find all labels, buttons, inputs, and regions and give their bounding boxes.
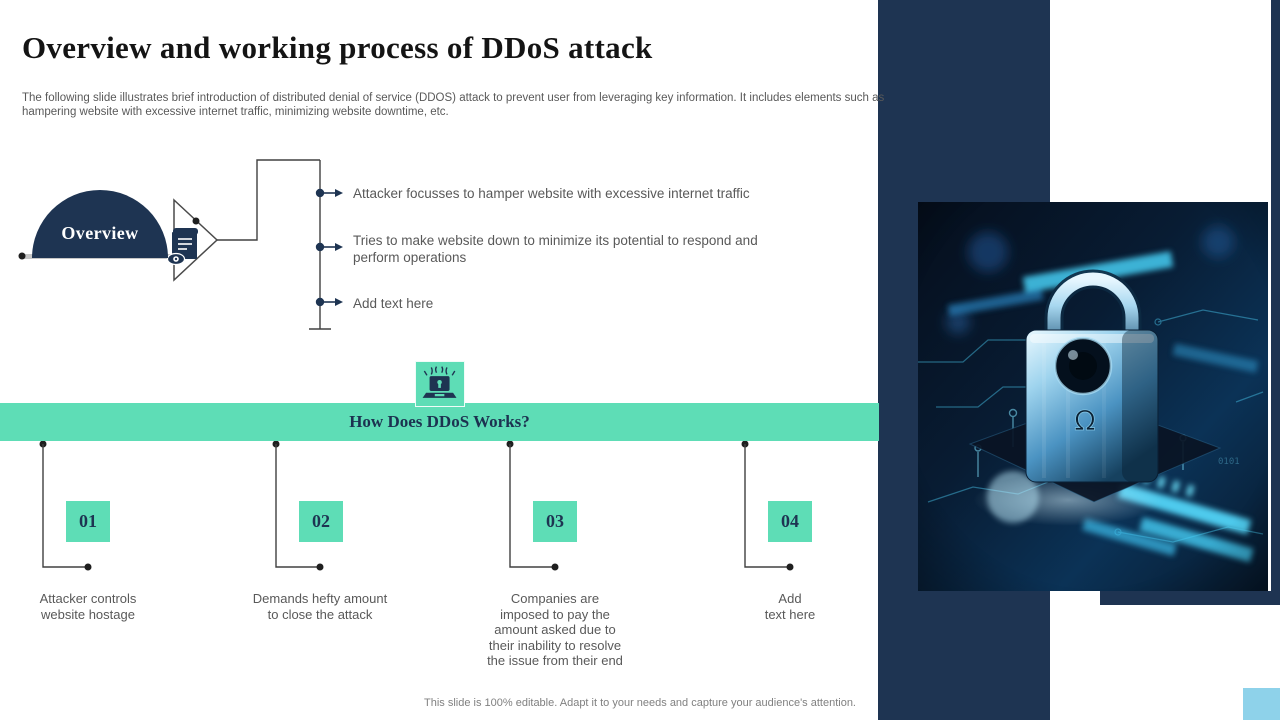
step-number-2: 02 [299,501,343,542]
footer-note: This slide is 100% editable. Adapt it to… [424,697,856,709]
process-banner: How Does DDoS Works? [0,403,879,441]
slide-description-line2: hampering website with excessive interne… [22,106,449,118]
bullet-marker-1 [315,188,343,198]
arrow-triangle [173,198,219,282]
image-shadow-bar [1100,591,1280,605]
step-number-4: 04 [768,501,812,542]
slide-description: The following slide illustrates brief in… [22,91,884,119]
overview-label: Overview [61,223,139,243]
laptop-attack-icon [422,366,457,398]
step-number-3: 03 [533,501,577,542]
step-description-3: Companies are imposed to pay the amount … [487,591,623,668]
overview-bullet-1: Attacker focusses to hamper website with… [353,186,750,201]
process-heading: How Does DDoS Works? [349,412,530,431]
baseline-dot [18,252,26,260]
step-number-1: 01 [66,501,110,542]
step-description-4: Add text here [764,591,816,622]
laptop-icon-tile [415,361,465,407]
overview-dome: Overview [32,190,168,258]
right-navy-edge-strip [1271,0,1280,605]
slide-description-line1: The following slide illustrates brief in… [22,92,885,104]
step-description-2: Demands hefty amount to close the attack [252,591,388,622]
triangle-edge-dot [192,217,200,225]
elbow-connector [217,159,320,241]
overview-bullet-3: Add text here [353,296,434,311]
bullet-marker-3 [315,297,343,307]
padlock-circuit-photo: Ω 0101 [918,202,1268,591]
document-eye-icon [166,228,198,266]
bullet-marker-2 [315,242,343,252]
page-title: Overview and working process of DDoS att… [22,30,653,65]
corner-accent-square [1243,688,1280,720]
overview-bullet-2: Tries to make website down to minimize i… [353,233,758,265]
step-description-1: Attacker controls website hostage [39,591,137,622]
